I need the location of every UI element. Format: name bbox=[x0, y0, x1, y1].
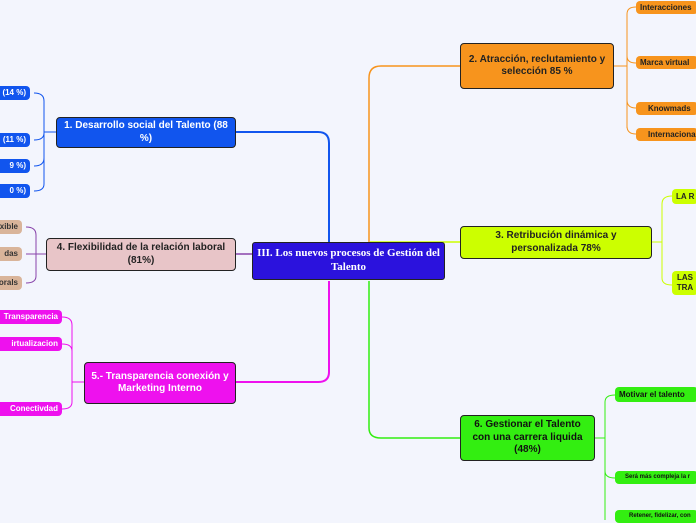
leaf-la-r[interactable]: LA R bbox=[672, 189, 696, 204]
leaf-das[interactable]: das bbox=[0, 247, 22, 261]
connector-flexibilidad-leaves bbox=[25, 226, 46, 284]
leaf-desarrollo-3[interactable]: 9 %) bbox=[0, 159, 30, 173]
connector-atraccion-leaves bbox=[614, 6, 637, 135]
branch-transparencia[interactable]: 5.- Transparencia conexión y Marketing I… bbox=[84, 362, 236, 404]
leaf-retener-fidelizar[interactable]: Retener, fidelizar, con bbox=[615, 510, 696, 523]
branch-atraccion[interactable]: 2. Atracción, reclutamiento y selección … bbox=[460, 43, 614, 89]
connector-gestionar-leaves bbox=[595, 394, 616, 520]
leaf-desarrollo-1[interactable]: (14 %) bbox=[0, 86, 30, 100]
leaf-internacional[interactable]: Internaciona bbox=[636, 128, 696, 141]
branch-flexibilidad[interactable]: 4. Flexibilidad de la relación laboral (… bbox=[46, 238, 236, 271]
connector-retribucion-leaves bbox=[652, 195, 673, 286]
connector-root-desarrollo bbox=[236, 131, 330, 242]
leaf-knowmads[interactable]: Knowmads bbox=[636, 102, 696, 115]
leaf-las-tra[interactable]: LAS TRA bbox=[672, 271, 696, 295]
connector-root-gestionar bbox=[368, 281, 460, 439]
leaf-conectividad[interactable]: Conectivdad bbox=[0, 402, 62, 416]
root-node[interactable]: III. Los nuevos procesos de Gestión del … bbox=[252, 242, 445, 280]
leaf-orals[interactable]: orals bbox=[0, 276, 22, 290]
branch-desarrollo[interactable]: 1. Desarrollo social del Talento (88 %) bbox=[56, 117, 236, 148]
connector-desarrollo-leaves bbox=[33, 92, 56, 192]
leaf-desarrollo-4[interactable]: 0 %) bbox=[0, 184, 30, 198]
leaf-motivar-talento[interactable]: Motivar el talento bbox=[615, 387, 696, 402]
leaf-flexible[interactable]: exible bbox=[0, 220, 22, 234]
leaf-interacciones[interactable]: Interacciones bbox=[636, 1, 696, 14]
branch-retribucion[interactable]: 3. Retribución dinámica y personalizada … bbox=[460, 226, 652, 259]
leaf-transparencia[interactable]: Transparencia bbox=[0, 310, 62, 324]
leaf-sera-mas-compleja[interactable]: Será más compleja la r bbox=[615, 471, 696, 484]
leaf-desarrollo-2[interactable]: (11 %) bbox=[0, 133, 30, 147]
connector-root-transparencia bbox=[236, 281, 330, 383]
leaf-marca-virtual[interactable]: Marca virtual bbox=[636, 56, 696, 69]
branch-gestionar[interactable]: 6. Gestionar el Talento con una carrera … bbox=[460, 415, 595, 461]
leaf-virtualizacion[interactable]: irtualizacion bbox=[0, 337, 62, 351]
connector-transparencia-leaves bbox=[61, 316, 84, 410]
connector-root-atraccion bbox=[368, 65, 460, 242]
